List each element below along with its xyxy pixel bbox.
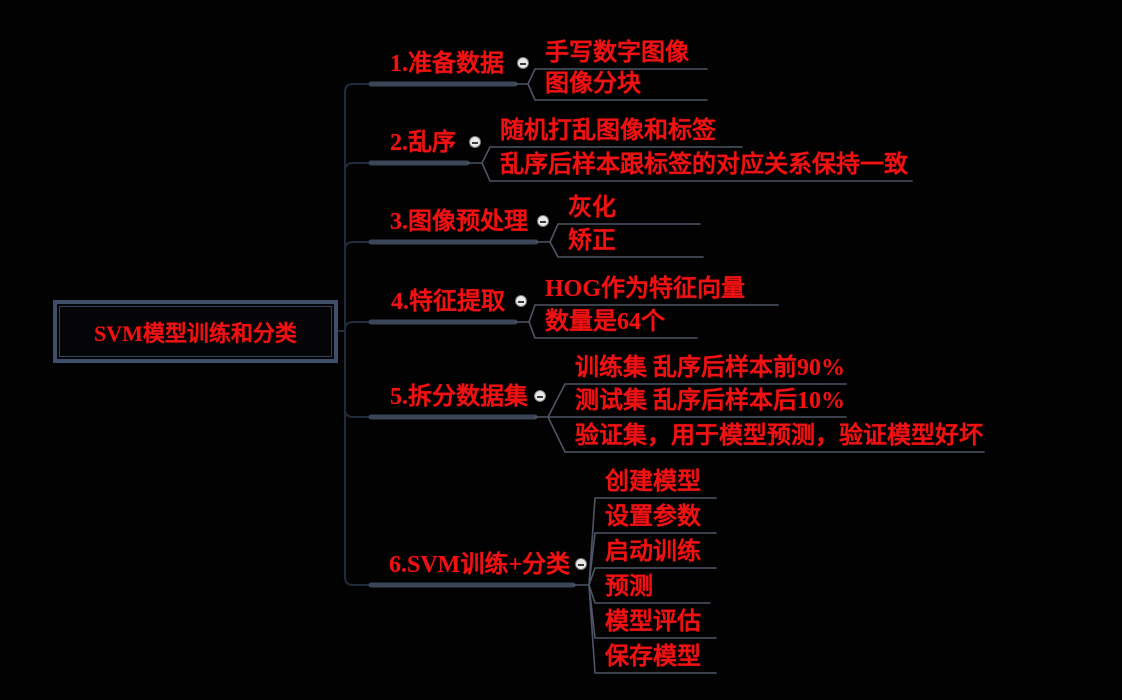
branch-corner-line <box>345 322 371 330</box>
child-topic[interactable]: 测试集 乱序后样本后10% <box>575 389 845 414</box>
child-topic[interactable]: 预测 <box>605 575 653 600</box>
child-topic[interactable]: 图像分块 <box>545 72 641 97</box>
child-topic[interactable]: HOG作为特征向量 <box>545 277 745 302</box>
branch-corner-line <box>345 163 371 171</box>
branch-corner-line <box>345 409 371 417</box>
child-topic[interactable]: 灰化 <box>568 196 616 221</box>
collapse-minus-icon[interactable] <box>515 295 527 307</box>
child-topic[interactable]: 设置参数 <box>605 505 701 530</box>
branch-topic[interactable]: 1.准备数据 <box>390 52 504 77</box>
child-topic[interactable]: 验证集，用于模型预测，验证模型好坏 <box>575 424 983 449</box>
root-topic-inner-border: SVM模型训练和分类 <box>59 306 332 357</box>
branch-topic[interactable]: 5.拆分数据集 <box>390 385 528 410</box>
child-topic[interactable]: 数量是64个 <box>545 310 665 335</box>
child-topic[interactable]: 手写数字图像 <box>545 41 689 66</box>
child-topic[interactable]: 模型评估 <box>605 610 701 635</box>
child-topic[interactable]: 训练集 乱序后样本前90% <box>575 356 845 381</box>
branch-topic[interactable]: 2.乱序 <box>390 131 456 156</box>
branch-corner-line <box>345 242 371 250</box>
branch-topic[interactable]: 3.图像预处理 <box>390 210 528 235</box>
branch-corner-line <box>345 84 371 92</box>
collapse-minus-icon[interactable] <box>575 558 587 570</box>
root-topic[interactable]: SVM模型训练和分类 <box>53 300 338 363</box>
collapse-minus-icon[interactable] <box>537 215 549 227</box>
child-topic[interactable]: 创建模型 <box>605 470 701 495</box>
branch-topic[interactable]: 4.特征提取 <box>391 290 505 315</box>
child-topic[interactable]: 启动训练 <box>605 540 701 565</box>
collapse-minus-icon[interactable] <box>517 57 529 69</box>
branch-corner-line <box>345 577 371 585</box>
child-topic[interactable]: 保存模型 <box>605 645 701 670</box>
collapse-minus-icon[interactable] <box>469 136 481 148</box>
child-topic[interactable]: 随机打乱图像和标签 <box>500 119 716 144</box>
child-topic[interactable]: 乱序后样本跟标签的对应关系保持一致 <box>500 153 908 178</box>
child-topic[interactable]: 矫正 <box>568 229 616 254</box>
branch-topic[interactable]: 6.SVM训练+分类 <box>389 553 570 578</box>
root-topic-label: SVM模型训练和分类 <box>94 316 297 348</box>
collapse-minus-icon[interactable] <box>534 390 546 402</box>
